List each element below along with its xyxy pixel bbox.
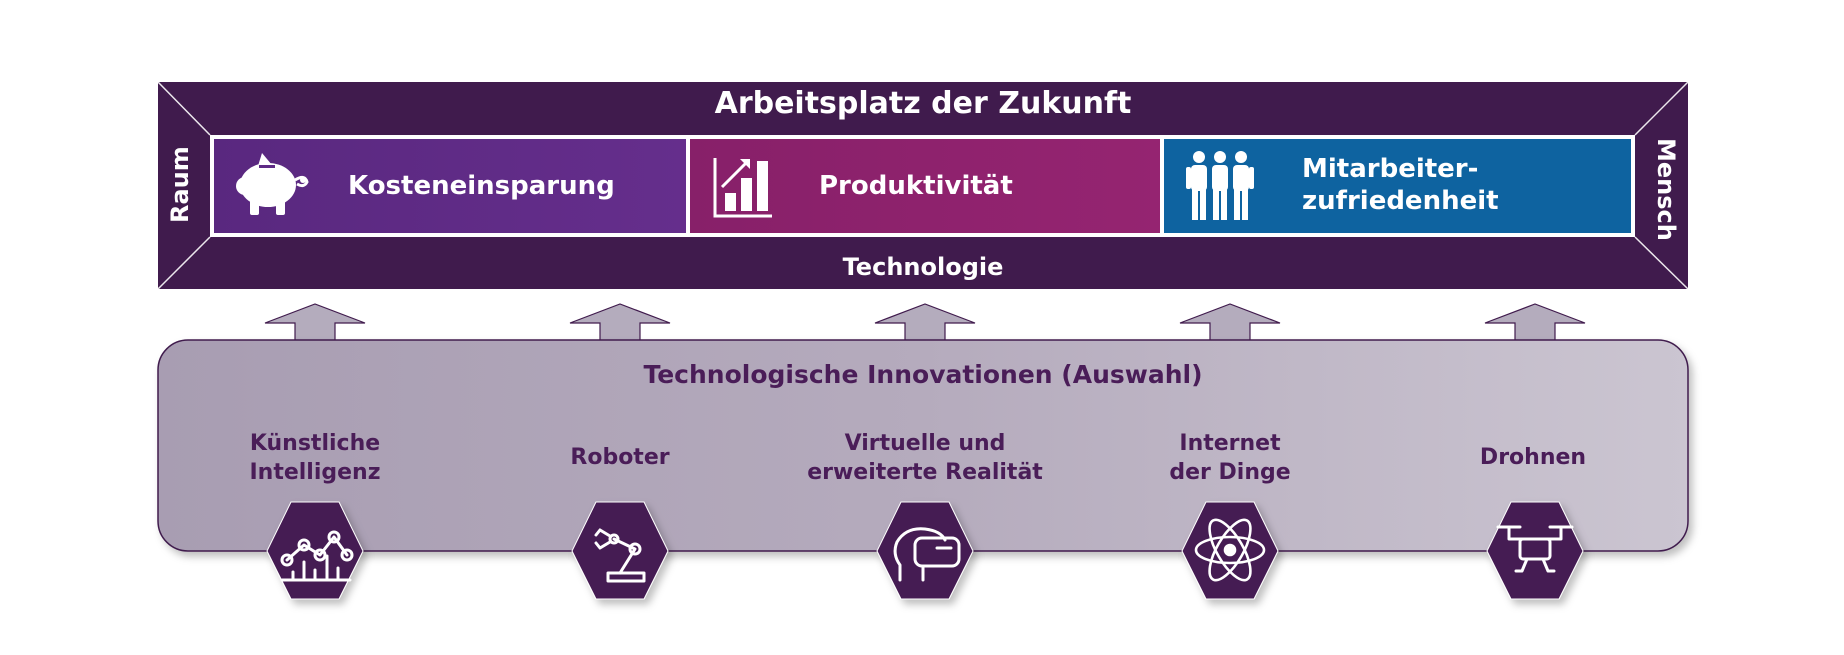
piggy-bank-icon — [236, 153, 309, 215]
arrow-up-icon — [1179, 303, 1281, 342]
innovation-label-iot-line1: Internet — [1179, 431, 1281, 456]
innovation-label-vr-line1: Virtuelle und — [844, 431, 1006, 456]
innovation-label-vr-line2: erweiterte Realität — [807, 460, 1043, 485]
frame-title: Arbeitsplatz der Zukunft — [714, 86, 1132, 121]
bar-chart-growth-icon — [713, 158, 772, 218]
robot-arm-icon — [594, 528, 646, 583]
arrow-up-icon — [569, 303, 671, 342]
arrow-up-icon — [1484, 303, 1586, 342]
people-group-icon — [1186, 151, 1254, 220]
goal-label-zufriedenheit: zufriedenheit — [1302, 186, 1499, 216]
atom-network-icon — [1194, 518, 1266, 582]
frame-bottom-label: Technologie — [842, 253, 1004, 281]
innovation-label-iot-line2: der Dinge — [1169, 460, 1291, 485]
innovation-label-roboter: Roboter — [570, 445, 670, 470]
goal-label-mitarbeiter: Mitarbeiter- — [1302, 154, 1479, 184]
goal-label-produktivitaet: Produktivität — [819, 171, 1013, 201]
innovation-label-drohnen: Drohnen — [1479, 445, 1587, 470]
frame-left-label: Raum — [166, 146, 194, 223]
arrow-up-icon — [874, 303, 976, 342]
arrow-up-icon — [264, 303, 366, 342]
innovation-label-ki-line2: Intelligenz — [249, 460, 381, 485]
goal-label-kosteneinsparung: Kosteneinsparung — [348, 171, 615, 201]
innovations-title: Technologische Innovationen (Auswahl) — [643, 360, 1203, 389]
innovation-label-ki-line1: Künstliche — [249, 431, 381, 456]
line-chart-analytics-icon — [280, 530, 354, 582]
up-arrows — [264, 303, 1586, 342]
frame-right-label: Mensch — [1652, 138, 1680, 241]
drone-icon — [1496, 525, 1574, 573]
vr-headset-icon — [893, 527, 961, 582]
